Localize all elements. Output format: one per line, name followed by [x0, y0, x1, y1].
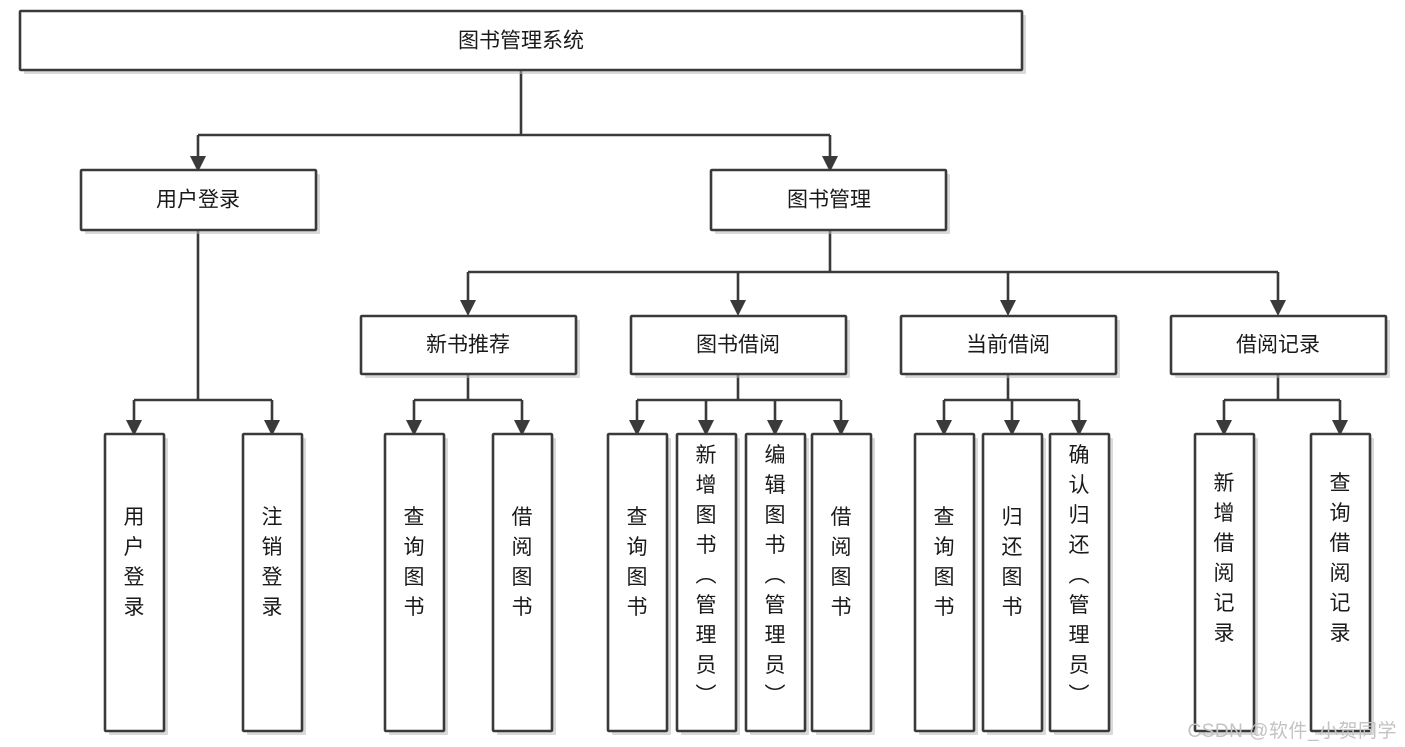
- leaf-node-confirm-return-box[interactable]: [1048, 432, 1111, 733]
- leaf-node-query-book-2-label: 查询图书: [627, 506, 648, 619]
- leaf-node-query-record[interactable]: 查询借阅记录: [1309, 432, 1374, 735]
- leaf-node-query-book-1-label: 查询图书: [404, 506, 425, 619]
- node-new-book-recommend[interactable]: 新书推荐: [359, 314, 580, 378]
- connector-borrow-record-to-leaves: [1216, 374, 1348, 436]
- leaf-node-edit-book[interactable]: 编辑图书︵管理员︶: [744, 432, 809, 735]
- node-user-login[interactable]: 用户登录: [79, 168, 320, 234]
- leaf-node-return-book[interactable]: 归还图书: [981, 432, 1046, 735]
- node-current-borrow-box[interactable]: [899, 314, 1118, 376]
- leaf-node-user-login-label: 用户登录: [124, 506, 145, 619]
- leaf-node-borrow-book-1[interactable]: 借阅图书: [491, 432, 556, 735]
- node-new-book-recommend-box[interactable]: [359, 314, 578, 376]
- connector-layer: [126, 70, 1348, 436]
- connector-current-borrow-to-leaves: [936, 374, 1087, 436]
- leaf-node-query-book-1-box[interactable]: [383, 432, 446, 733]
- connector-book-borrow-to-leaves: [629, 374, 849, 436]
- connector-root-to-level2: [190, 70, 838, 172]
- leaf-node-query-book-3[interactable]: 查询图书: [913, 432, 978, 735]
- node-book-manage-box[interactable]: [709, 168, 948, 232]
- leaf-node-user-logout-box[interactable]: [241, 432, 304, 733]
- node-root-label: 图书管理系统: [458, 30, 584, 53]
- leaf-node-query-book-3-box[interactable]: [913, 432, 976, 733]
- node-root-box[interactable]: [18, 9, 1024, 72]
- node-book-borrow[interactable]: 图书借阅: [629, 314, 850, 378]
- leaf-node-user-logout[interactable]: 注销登录: [241, 432, 306, 735]
- leaf-node-query-book-2-box[interactable]: [606, 432, 669, 733]
- node-book-borrow-box[interactable]: [629, 314, 848, 376]
- leaf-node-user-login[interactable]: 用户登录: [103, 432, 168, 735]
- node-borrow-record[interactable]: 借阅记录: [1169, 314, 1390, 378]
- node-user-login-label: 用户登录: [156, 189, 240, 212]
- node-current-borrow-label: 当前借阅: [966, 334, 1050, 357]
- node-borrow-record-label: 借阅记录: [1236, 334, 1320, 357]
- leaf-node-add-record-label: 新增借阅记录: [1214, 472, 1235, 645]
- connector-user-login-to-leaves: [126, 231, 280, 436]
- leaf-node-user-login-box[interactable]: [103, 432, 166, 733]
- leaf-node-query-book-3-label: 查询图书: [934, 506, 955, 619]
- leaf-node-edit-book-box[interactable]: [744, 432, 807, 733]
- leaf-node-return-book-label: 归还图书: [1002, 506, 1023, 619]
- leaf-node-add-book-box[interactable]: [675, 432, 738, 733]
- leaf-node-confirm-return[interactable]: 确认归还︵管理员︶: [1048, 432, 1113, 735]
- leaf-node-add-book-label: 新增图书︵管理员︶: [696, 444, 717, 707]
- leaf-node-query-record-box[interactable]: [1309, 432, 1372, 733]
- connector-new-book-recommend-to-leaves: [406, 374, 530, 436]
- leaf-node-return-book-box[interactable]: [981, 432, 1044, 733]
- watermark-label: CSDN @软件_小贺同学: [1187, 721, 1397, 742]
- leaf-node-borrow-book-2[interactable]: 借阅图书: [810, 432, 875, 735]
- leaf-node-borrow-book-1-label: 借阅图书: [512, 506, 533, 619]
- node-user-login-box[interactable]: [79, 168, 318, 232]
- leaf-node-add-record-box[interactable]: [1193, 432, 1256, 733]
- node-book-manage-label: 图书管理: [787, 189, 871, 212]
- leaf-node-borrow-book-1-box[interactable]: [491, 432, 554, 733]
- node-book-manage[interactable]: 图书管理: [709, 168, 950, 234]
- leaf-node-borrow-book-2-box[interactable]: [810, 432, 873, 733]
- node-current-borrow[interactable]: 当前借阅: [899, 314, 1120, 378]
- node-root[interactable]: 图书管理系统: [18, 9, 1026, 74]
- leaf-node-add-book[interactable]: 新增图书︵管理员︶: [675, 432, 740, 735]
- leaf-node-query-book-2[interactable]: 查询图书: [606, 432, 671, 735]
- node-new-book-recommend-label: 新书推荐: [426, 334, 510, 357]
- leaf-node-query-book-1[interactable]: 查询图书: [383, 432, 448, 735]
- leaf-node-user-logout-label: 注销登录: [262, 506, 283, 619]
- node-borrow-record-box[interactable]: [1169, 314, 1388, 376]
- leaf-node-confirm-return-label: 确认归还︵管理员︶: [1069, 444, 1090, 707]
- leaf-node-edit-book-label: 编辑图书︵管理员︶: [765, 444, 786, 707]
- node-book-borrow-label: 图书借阅: [696, 334, 780, 357]
- leaf-node-borrow-book-2-label: 借阅图书: [831, 506, 852, 619]
- leaf-node-add-record[interactable]: 新增借阅记录: [1193, 432, 1258, 735]
- leaf-node-query-record-label: 查询借阅记录: [1330, 472, 1351, 645]
- connector-book-manage-to-level3: [460, 231, 1286, 316]
